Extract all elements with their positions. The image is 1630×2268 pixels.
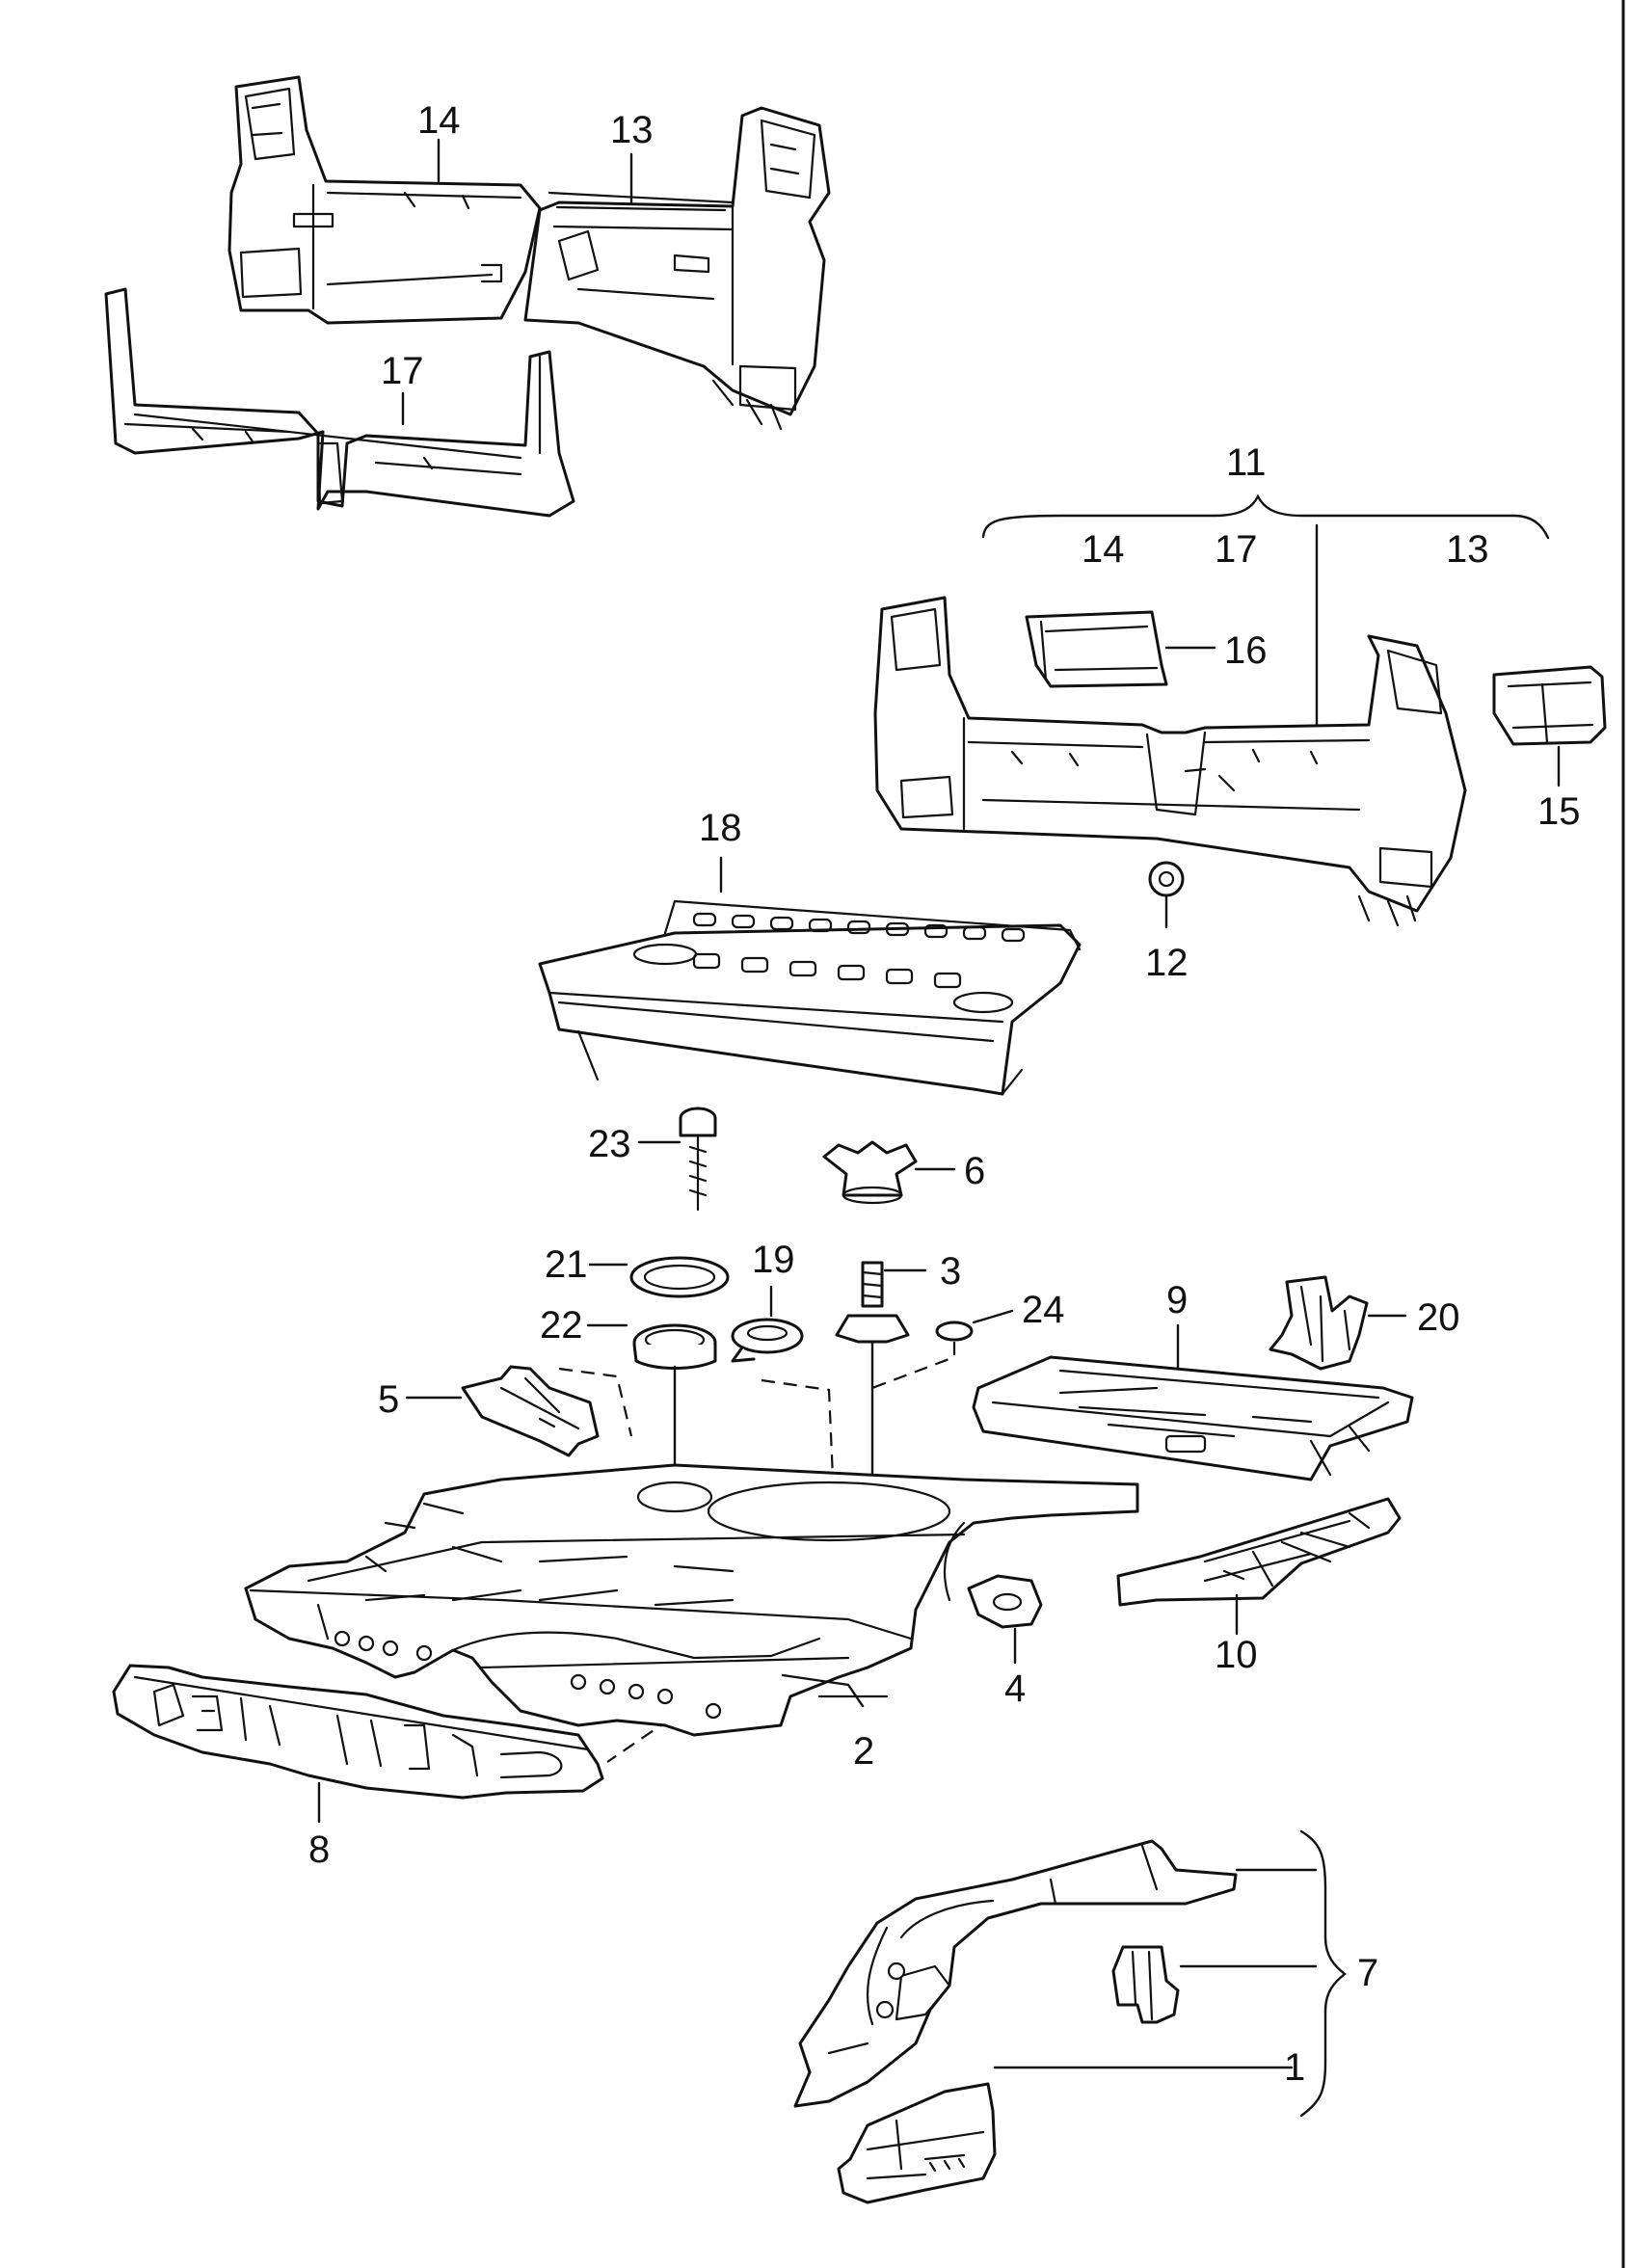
- callout-24: 24: [1022, 1289, 1065, 1331]
- callout-5: 5: [378, 1378, 399, 1421]
- part-11-group-brace: [981, 494, 1550, 540]
- callout-2: 2: [853, 1730, 874, 1773]
- part-24-washer: [935, 1321, 974, 1342]
- callout-14-top: 14: [417, 99, 461, 142]
- callout-11: 11: [1226, 441, 1267, 484]
- callout-14-group: 14: [1082, 528, 1125, 571]
- part-11-rear-panel-assembly: [873, 596, 1467, 927]
- alignment-dash-24: [871, 1342, 956, 1390]
- callout-8: 8: [308, 1828, 330, 1871]
- part-10-floor-brace: [1116, 1497, 1402, 1607]
- part-6-cap: [822, 1140, 918, 1205]
- floor-pan-holes-left: [334, 1630, 433, 1662]
- part-7-wheel-arch-upper: [793, 1839, 1238, 2108]
- callout-20: 20: [1417, 1296, 1460, 1339]
- callout-10: 10: [1215, 1634, 1258, 1676]
- part-9-floor-panel: [972, 1355, 1414, 1481]
- part-19-plug: [731, 1318, 804, 1363]
- callout-18: 18: [699, 807, 742, 849]
- part-20-bracket: [1269, 1275, 1369, 1371]
- callout-13-group: 13: [1446, 528, 1489, 571]
- callout-17-group: 17: [1215, 528, 1258, 571]
- callout-23: 23: [588, 1123, 631, 1165]
- callout-1: 1: [1284, 2046, 1305, 2089]
- part-7-group-brace: [1299, 1829, 1347, 2118]
- part-5-bracket: [461, 1365, 600, 1457]
- part-24-leader: [972, 1309, 1014, 1324]
- part-16-bracket: [1025, 610, 1168, 688]
- part-15-side-bracket: [1492, 665, 1607, 746]
- part-17-rear-cross-member: [104, 287, 575, 518]
- part-3-stud: [835, 1261, 910, 1344]
- callout-15: 15: [1537, 790, 1581, 833]
- part-18-floor-cross-section: [538, 899, 1082, 1096]
- callout-22: 22: [540, 1304, 583, 1347]
- callout-16: 16: [1224, 629, 1268, 672]
- callout-12: 12: [1145, 942, 1189, 984]
- part-2-rear-floor-pan: [244, 1463, 1139, 1737]
- part-22-grommet: [632, 1323, 717, 1370]
- part-23-screw: [679, 1107, 717, 1212]
- part-4-bracket: [967, 1574, 1043, 1629]
- part-2-leader: [781, 1673, 865, 1708]
- part-12-plug: [1148, 861, 1185, 897]
- callout-6: 6: [964, 1150, 985, 1192]
- callout-17-top: 17: [381, 350, 424, 392]
- callout-19: 19: [752, 1239, 795, 1281]
- part-7-small-bracket: [1111, 1945, 1180, 2024]
- callout-4: 4: [1004, 1668, 1026, 1710]
- part-14-left-rear-panel: [227, 75, 542, 325]
- callout-9: 9: [1166, 1279, 1188, 1321]
- alignment-dash-5: [558, 1367, 633, 1437]
- callout-3: 3: [940, 1250, 961, 1293]
- part-21-ring: [629, 1256, 730, 1298]
- callout-13-top: 13: [610, 109, 654, 151]
- part-1-sill-piece: [837, 2082, 997, 2204]
- part-13-right-rear-panel: [523, 106, 831, 431]
- callout-21: 21: [545, 1243, 588, 1286]
- callout-7: 7: [1357, 1952, 1378, 1994]
- floor-pan-holes-right: [570, 1673, 722, 1720]
- part-8-rear-apron: [112, 1664, 604, 1800]
